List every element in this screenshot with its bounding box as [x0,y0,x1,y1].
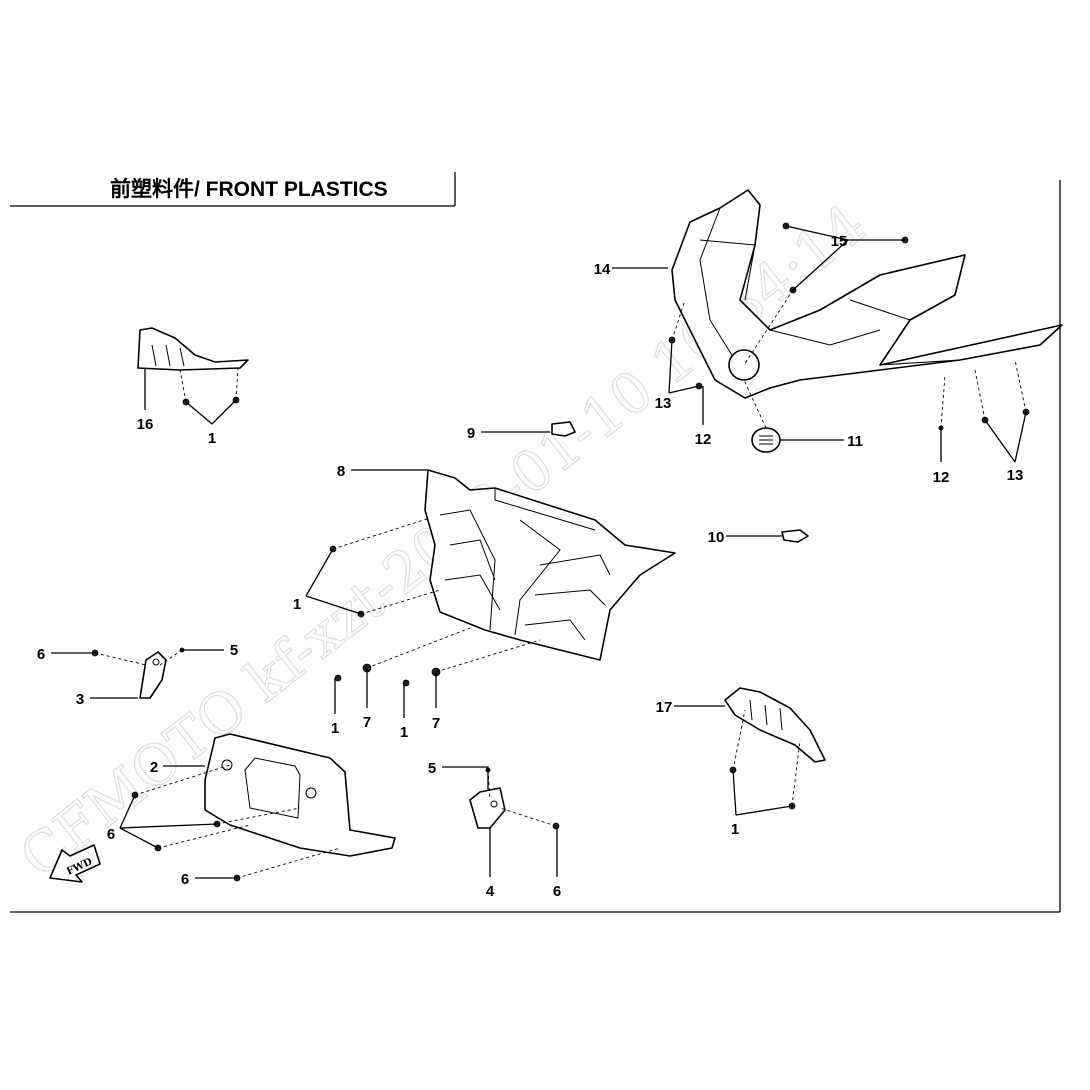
part-10-clip [781,529,809,543]
part-11-emblem [751,427,781,453]
callout-10: 10 [708,529,725,546]
part-4-bracket [469,787,506,829]
callout-6: 6 [107,826,115,843]
callout-5: 5 [428,760,436,777]
callout-11: 11 [847,433,863,450]
callout-17: 17 [656,699,673,716]
part-17-side-cover [724,687,826,763]
callout-5: 5 [230,642,238,659]
callout-8: 8 [337,463,345,480]
callout-6: 6 [181,871,189,888]
callout-7: 7 [432,715,440,732]
callout-6: 6 [553,883,561,900]
callout-1: 1 [208,430,216,447]
part-9-clip [551,421,576,437]
bracket-hole [152,658,160,666]
callout-16: 16 [137,416,154,433]
callout-1: 1 [400,724,408,741]
callout-13: 13 [655,395,672,412]
callout-9: 9 [467,425,475,442]
part-2-lower-cover [204,733,396,857]
part-3-bracket [139,651,167,699]
callout-7: 7 [363,714,371,731]
callout-4: 4 [486,883,495,900]
callout-1: 1 [331,720,339,737]
callout-15: 15 [831,233,848,250]
callout-labels: 14 15 13 12 11 12 13 16 1 9 8 10 1 6 5 3… [37,233,1024,900]
part-14-front-fascia [671,189,1063,399]
callout-1: 1 [293,596,301,613]
page-title: 前塑料件/ FRONT PLASTICS [110,177,388,201]
part-16-side-cover [137,327,249,371]
callout-12: 12 [695,431,712,448]
callout-2: 2 [150,759,158,776]
callout-12: 12 [933,469,950,486]
leader-lines [51,225,1027,879]
fwd-arrow-icon: FWD [49,844,101,883]
bracket-hole [490,800,498,808]
callout-13: 13 [1007,467,1024,484]
callout-14: 14 [594,261,611,278]
callout-3: 3 [76,691,84,708]
callout-6: 6 [37,646,45,663]
part-8-inner-panel [424,469,676,661]
callout-1: 1 [731,821,739,838]
